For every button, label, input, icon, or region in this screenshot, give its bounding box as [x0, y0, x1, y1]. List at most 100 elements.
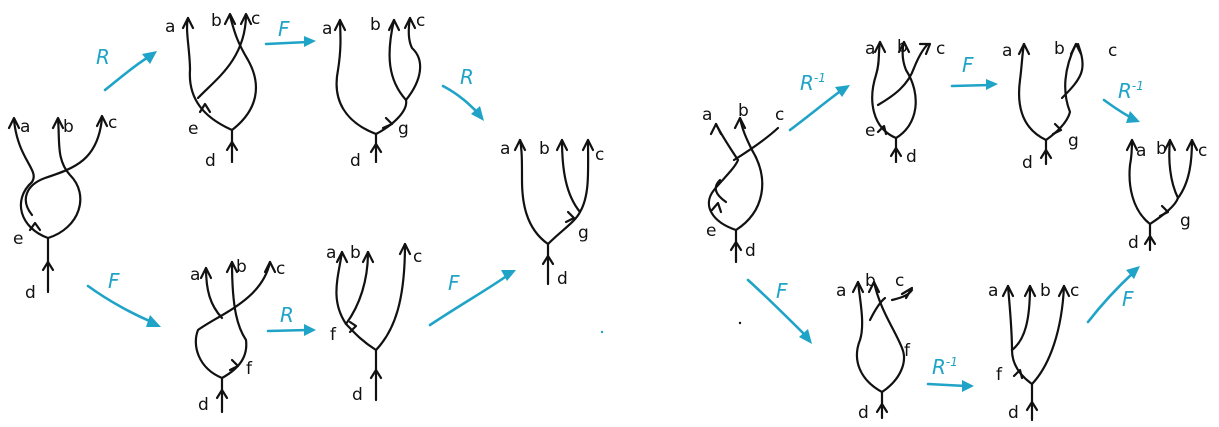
label-a: a	[326, 243, 336, 263]
label-e: e	[706, 221, 716, 241]
label-c: c	[1070, 281, 1079, 301]
label-f: f	[246, 359, 253, 379]
label-b: b	[370, 15, 381, 35]
label-d: d	[25, 283, 36, 303]
label-c: c	[108, 113, 117, 133]
label-d: d	[858, 403, 869, 423]
left-arrow-R-1: R	[96, 45, 157, 92]
morphism-R-inverse: R-1	[1118, 79, 1144, 103]
right-arrow-Rinv-1: R-1	[788, 71, 850, 132]
label-a: a	[190, 265, 200, 285]
morphism-F: F	[776, 279, 788, 303]
label-a: a	[322, 19, 332, 39]
right-arrow-F-3: F	[1086, 266, 1140, 324]
label-g: g	[1180, 211, 1191, 231]
label-c: c	[1108, 41, 1117, 61]
label-f: f	[330, 325, 337, 345]
label-c: c	[413, 247, 422, 267]
left-arrow-F-2: F	[86, 269, 161, 327]
label-c: c	[895, 271, 904, 291]
morphism-F: F	[448, 271, 460, 295]
label-d: d	[906, 147, 917, 167]
left-node-bottom-1: a b c f d	[190, 257, 285, 415]
label-b: b	[1054, 39, 1065, 59]
label-c: c	[595, 145, 604, 165]
label-b: b	[236, 257, 247, 277]
label-d: d	[352, 385, 363, 405]
label-d: d	[350, 151, 361, 171]
right-node-bottom-1: a b c f d	[836, 271, 914, 423]
left-diagram: a b c e d a b c e d	[7, 9, 604, 415]
label-e: e	[865, 121, 875, 141]
left-arrow-R-2: R	[441, 65, 484, 121]
right-node-top-2: a b c g d	[1002, 39, 1117, 173]
label-d: d	[1128, 233, 1139, 253]
right-diagram: a b c e d a b c e d	[702, 37, 1207, 423]
label-b: b	[897, 37, 908, 57]
label-b: b	[350, 243, 361, 263]
label-g: g	[1068, 131, 1079, 151]
left-arrow-R-3: R	[266, 303, 316, 336]
label-c: c	[251, 9, 260, 29]
label-b: b	[865, 271, 876, 291]
right-arrow-Rinv-2: R-1	[1102, 79, 1144, 123]
label-a: a	[165, 17, 175, 37]
label-b: b	[1156, 139, 1167, 159]
left-arrow-F-1: F	[264, 17, 316, 47]
label-a: a	[1136, 141, 1146, 161]
label-b: b	[539, 139, 550, 159]
label-a: a	[20, 117, 30, 137]
right-node-start: a b c e d	[702, 101, 784, 264]
label-b: b	[738, 101, 749, 121]
label-c: c	[1198, 141, 1207, 161]
label-d: d	[198, 395, 209, 415]
label-c: c	[416, 11, 425, 31]
left-arrow-F-3: F	[428, 270, 516, 327]
morphism-R: R	[460, 65, 474, 89]
label-c: c	[775, 105, 784, 125]
right-node-bottom-2: a b c f d	[988, 281, 1079, 423]
left-node-end: a b c g d	[500, 138, 604, 289]
morphism-R: R	[96, 45, 110, 69]
label-f: f	[904, 341, 911, 361]
right-arrow-F-1: F	[950, 53, 998, 90]
label-a: a	[865, 39, 875, 59]
left-node-top-2: a b c g d	[322, 11, 425, 171]
label-g: g	[398, 119, 409, 139]
right-node-end: a b c g d	[1125, 138, 1207, 253]
left-node-bottom-2: a b c f d	[326, 242, 422, 405]
stray-dot	[600, 330, 604, 334]
morphism-R-inverse: R-1	[800, 71, 826, 95]
label-e: e	[13, 229, 23, 249]
label-b: b	[63, 117, 74, 137]
left-node-start: a b c e d	[7, 113, 117, 303]
label-a: a	[988, 281, 998, 301]
morphism-R: R	[280, 303, 294, 327]
right-arrow-Rinv-3: R-1	[926, 355, 974, 392]
label-a: a	[500, 139, 510, 159]
label-b: b	[211, 11, 222, 31]
label-a: a	[1002, 41, 1012, 61]
right-node-top-1: a b c e d	[865, 37, 945, 167]
stray-dot	[738, 321, 742, 325]
label-c: c	[276, 259, 285, 279]
morphism-F: F	[1122, 287, 1134, 311]
right-arrow-F-2: F	[746, 278, 812, 344]
left-node-top-1: a b c e d	[165, 9, 260, 171]
label-d: d	[1022, 153, 1033, 173]
label-f: f	[996, 365, 1003, 385]
label-g: g	[578, 223, 589, 243]
morphism-F: F	[962, 53, 974, 77]
label-a: a	[702, 105, 712, 125]
label-d: d	[557, 269, 568, 289]
morphism-F: F	[278, 17, 290, 41]
label-e: e	[188, 119, 198, 139]
label-c: c	[936, 39, 945, 59]
morphism-R-inverse: R-1	[932, 355, 958, 379]
label-d: d	[745, 241, 756, 261]
label-a: a	[836, 281, 846, 301]
morphism-F: F	[108, 269, 120, 293]
label-d: d	[1008, 403, 1019, 423]
label-d: d	[205, 151, 216, 171]
